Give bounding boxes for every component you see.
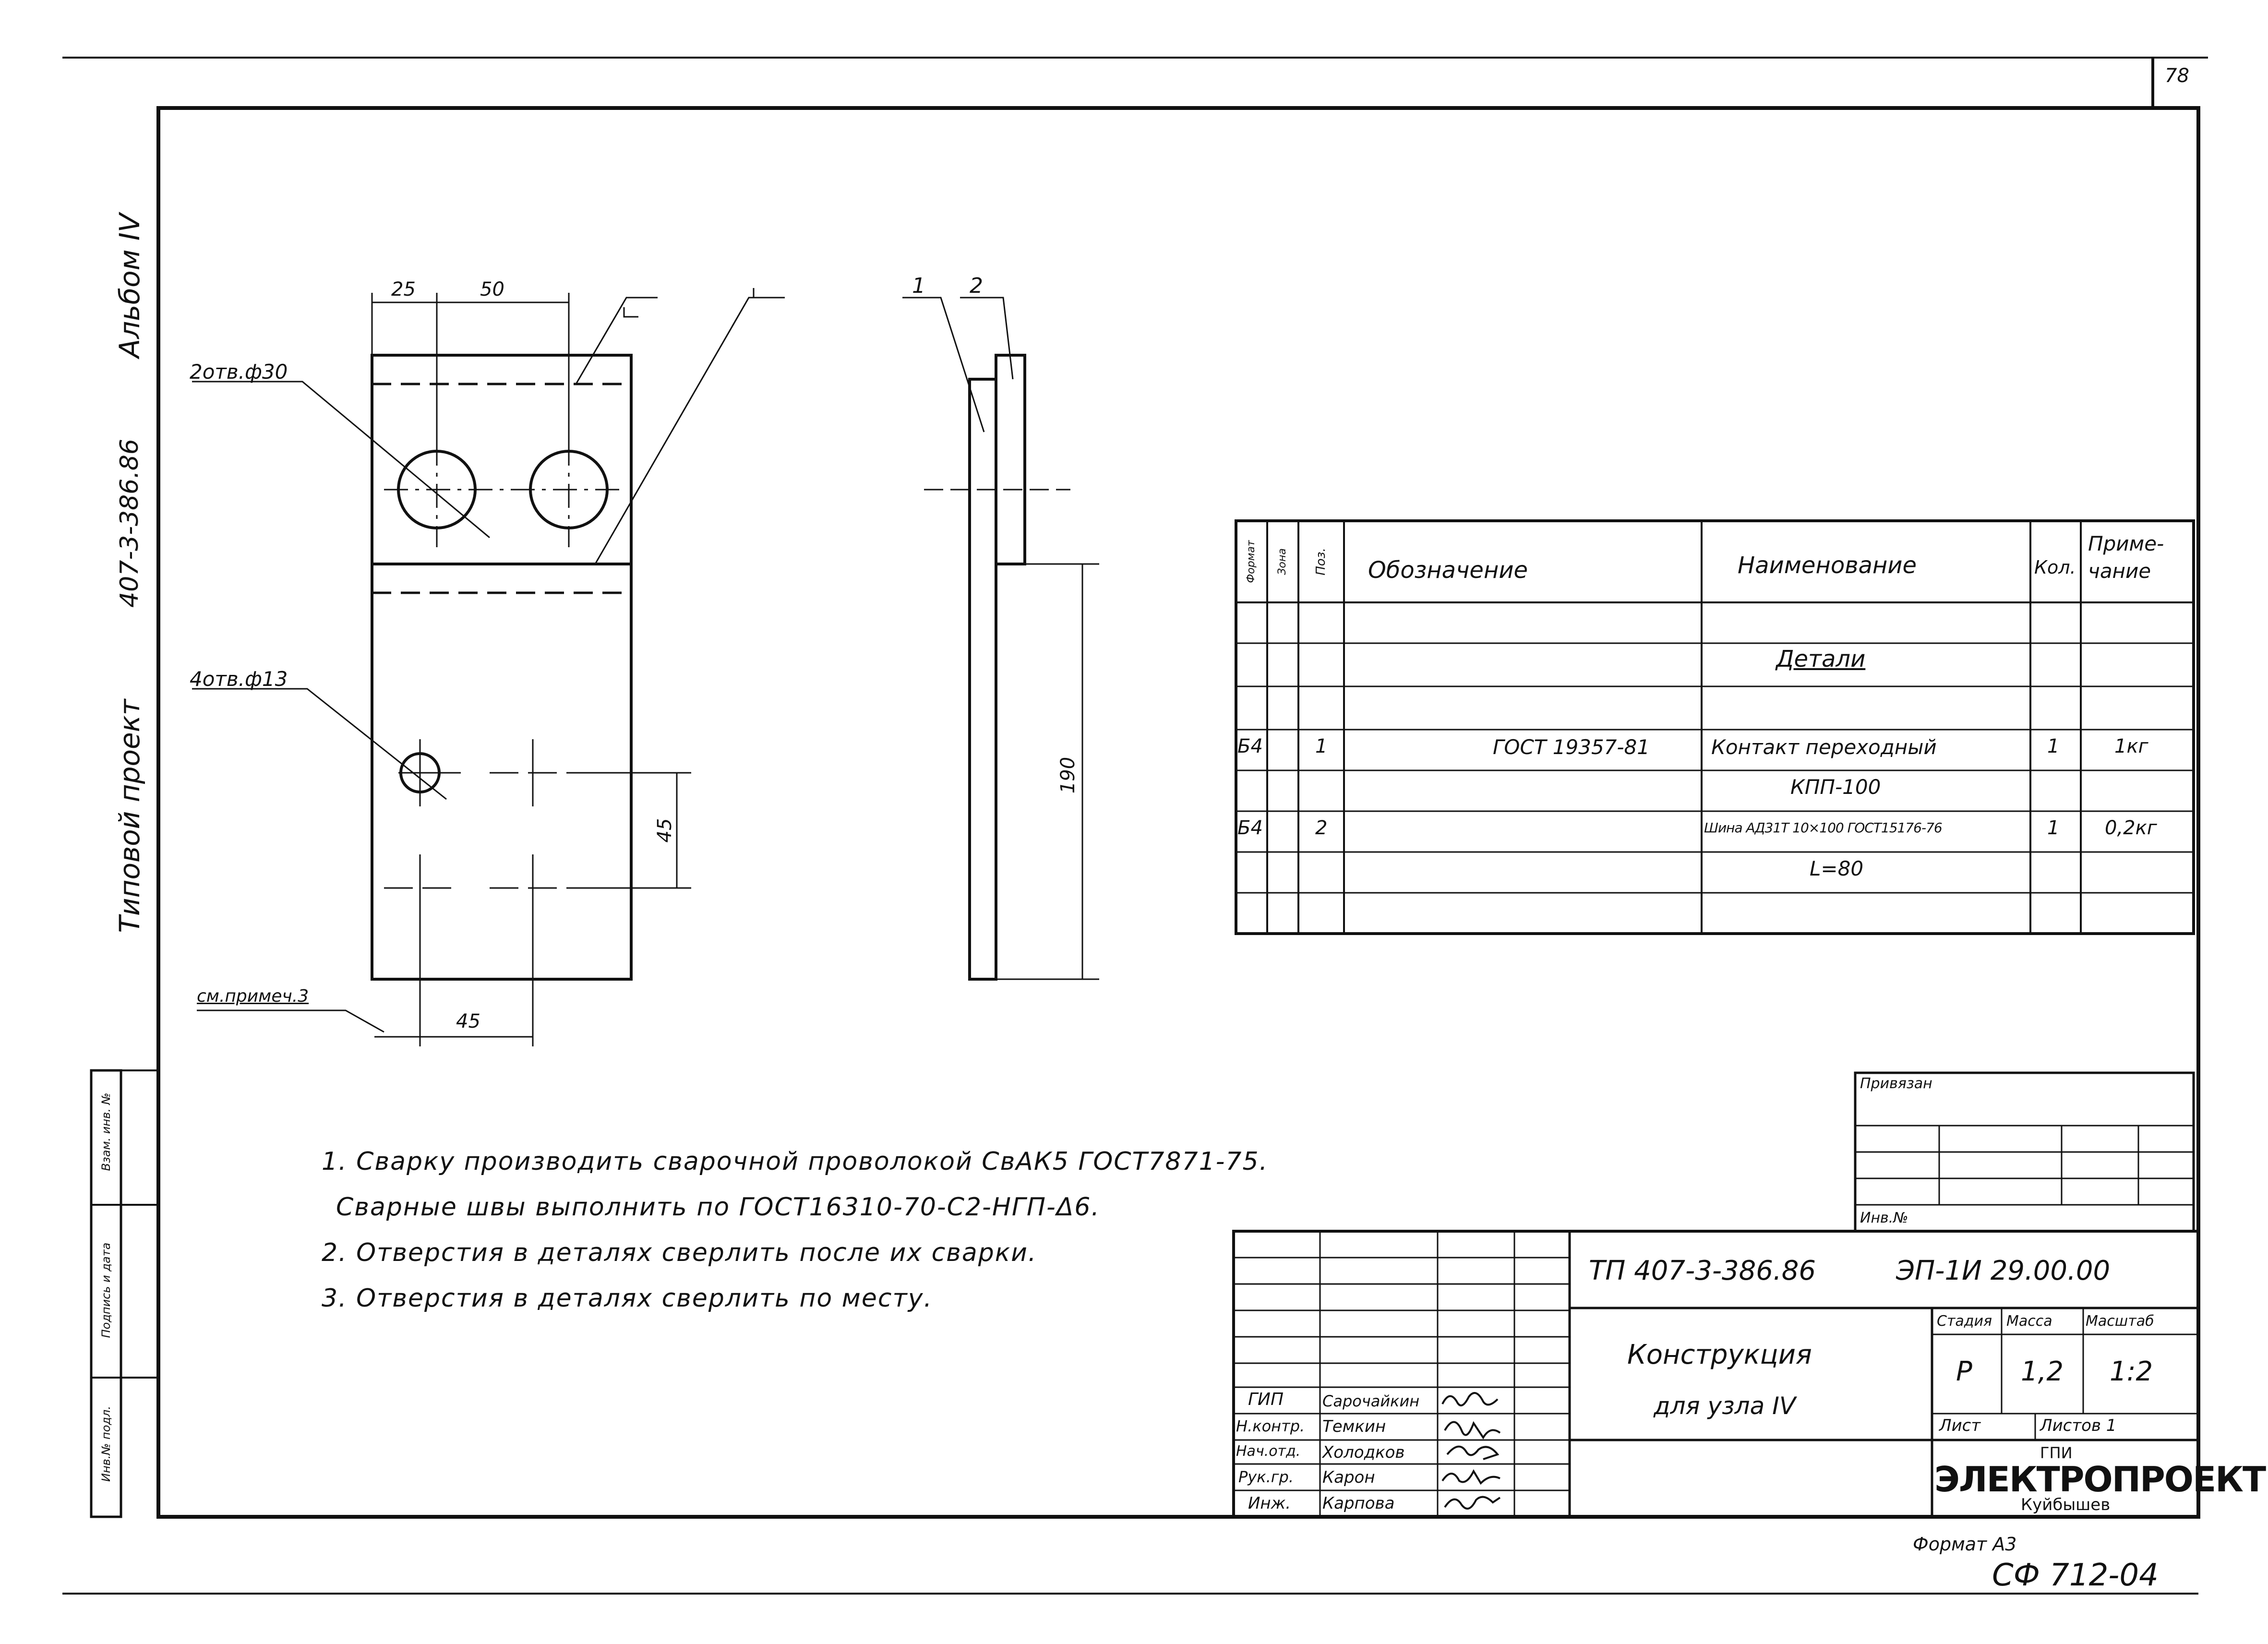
note-2: 2. Отверстия в деталях сверлить после их… [322,1238,1037,1267]
spec-header-zone: Зона [1276,548,1288,575]
label-holes-big: 2отв.ф30 [190,360,288,384]
front-view [192,288,785,1046]
role-nkontr: Н.контр. [1236,1417,1305,1435]
name-rukgr: Карон [1322,1468,1375,1487]
spec-header-pos: Поз. [1314,548,1328,576]
spec-header-name: Наименование [1738,552,1917,579]
stamp-inv: Инв.№ подл. [99,1406,113,1482]
spec-row2-format: Б4 [1237,817,1263,839]
label-weld-note: см.примеч.3 [197,986,309,1006]
spec-row2-pos: 2 [1315,817,1328,839]
note-1: 1. Сварку производить сварочной проволок… [322,1147,1269,1176]
spec-header-qty: Кол. [2034,557,2076,578]
name-gip: Сарочайкин [1322,1392,1420,1410]
spec-row1-pos: 1 [1315,735,1328,757]
dim-45-vertical: 45 [654,818,676,843]
project-code: ТП 407-3-386.86 [1589,1255,1816,1286]
mass-value: 1,2 [2021,1356,2064,1387]
spec-table-grid [1235,519,2195,935]
label-pos-1: 1 [912,274,925,298]
spec-section-title: Детали [1776,646,1866,672]
spec-row1-qty: 1 [2047,735,2060,757]
spec-row1-name2: КПП-100 [1790,775,1881,799]
scale-value: 1:2 [2110,1356,2153,1387]
spec-header-designation: Обозначение [1368,557,1528,584]
spec-header-note-1: Приме- [2088,532,2164,555]
spec-header-format: Формат [1245,540,1257,583]
spec-header-note-2: чание [2088,559,2151,583]
role-inzh: Инж. [1248,1494,1291,1513]
dim-50: 50 [480,278,504,300]
role-gip: ГИП [1248,1390,1284,1409]
privyazan-inv: Инв.№ [1860,1210,1908,1226]
note-3: 3. Отверстия в деталях сверлить по месту… [322,1284,933,1313]
side-title-code: 407-3-386.86 [115,439,144,608]
sheet-label: Лист [1939,1416,1981,1435]
mass-label: Масса [2006,1313,2052,1330]
doc-title-line2: для узла IV [1654,1392,1796,1420]
title-block-grid [1232,1230,2200,1518]
doc-title-line1: Конструкция [1627,1339,1812,1370]
dim-190: 190 [1057,756,1079,794]
label-pos-2: 2 [970,274,983,298]
spec-row2-name: Шина АД31Т 10×100 ГОСТ15176-76 [1704,820,1943,836]
spec-row1-note: 1кг [2114,735,2148,757]
name-nachotd: Холодков [1322,1443,1405,1462]
stamp-sign: Подпись и дата [99,1242,113,1338]
note-1b: Сварные швы выполнить по ГОСТ16310-70-С2… [336,1193,1100,1222]
label-holes-small: 4отв.ф13 [190,667,288,691]
sheet-number: 78 [2165,65,2189,87]
stamp-vzam: Взам. инв. № [99,1092,113,1171]
role-nachotd: Нач.отд. [1236,1443,1301,1460]
side-view [902,297,1099,981]
org-name: ЭЛЕКТРОПРОЕКТ [1934,1459,2266,1500]
name-inzh: Карпова [1322,1494,1395,1513]
org-city: Куйбышев [2021,1495,2111,1514]
dim-25: 25 [391,278,416,300]
dim-45-bottom: 45 [456,1010,480,1032]
spec-row1-name: Контакт переходный [1711,735,1937,759]
spec-row2-qty: 1 [2047,817,2060,839]
name-nkontr: Темкин [1322,1417,1386,1436]
spec-row2-note: 0,2кг [2105,817,2157,839]
doc-code: ЭП-1И 29.00.00 [1896,1255,2111,1286]
scale-label: Масштаб [2086,1313,2154,1330]
stage-label: Стадия [1937,1313,1992,1330]
role-rukgr: Рук.гр. [1238,1468,1294,1486]
privyazan-grid [1854,1071,2195,1233]
org-gpi: ГПИ [2040,1444,2073,1462]
side-title-album: Альбом IV [113,213,146,358]
side-title-type: Типовой проект [113,699,146,933]
spec-row1-format: Б4 [1237,735,1263,757]
bottom-code: СФ 712-04 [1992,1558,2159,1593]
signatures [1441,1392,1501,1510]
privyazan-title: Привязан [1860,1075,1932,1092]
spec-row2-name2: L=80 [1810,857,1864,880]
sheets-label: Листов 1 [2040,1416,2117,1435]
spec-row1-designation: ГОСТ 19357-81 [1493,735,1650,759]
format-label: Формат А3 [1913,1534,2017,1555]
stage-value: Р [1956,1356,1972,1387]
